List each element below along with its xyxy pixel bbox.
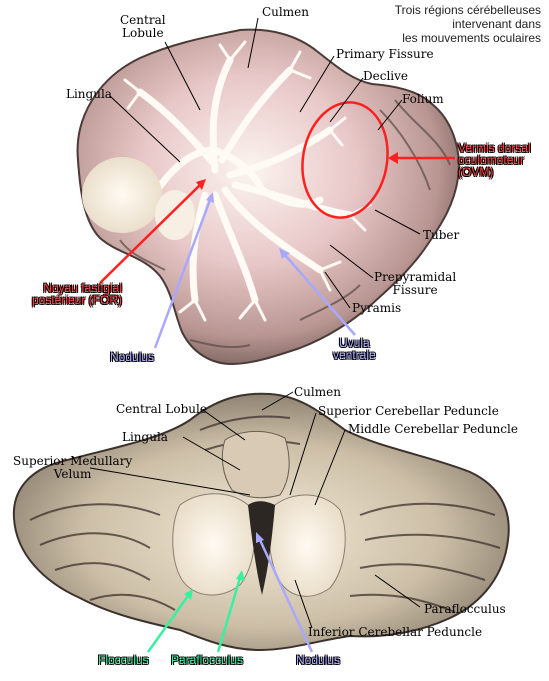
fourth-ventricle [248,501,275,595]
label-central-lobule-bottom: Central Lobule [116,402,207,416]
title-line-2: intervenant dans [452,17,541,31]
top-leader-lines [109,17,421,309]
annot-noyau-fastigial: Noyau fastigial postérieur (FOR) [31,281,122,307]
bottom-color-arrows [146,532,314,653]
left-peduncle-cut [172,493,256,596]
top-specimen [76,28,460,366]
green-arrow-flocculus [146,595,190,653]
white-cut-surface [82,157,162,233]
blue-arrow-nodulus-bottom [258,539,314,653]
bottom-specimen [12,392,510,652]
title-line-3: les mouvements oculaires [402,31,541,45]
annot-flocculus: Flocculus [98,653,149,667]
red-arrow-noyau [99,184,201,284]
label-paraflocculus-bottom: Paraflocculus [424,602,506,616]
annot-nodulus-bottom: Nodulus [296,653,341,667]
label-lingula-top: Lingula [66,87,112,101]
label-culmen-bottom: Culmen [294,385,341,399]
label-folium: Folium [402,92,444,106]
figure-title: Trois régions cérébelleuses intervenant … [395,3,541,45]
label-declive: Declive [363,69,408,83]
top-color-arrows [99,152,455,349]
bottom-leader-lines [89,391,421,629]
title-line-1: Trois régions cérébelleuses [394,3,541,17]
annot-paraflocculus: Paraflocculus [171,653,244,667]
label-pyramis: Pyramis [352,301,402,315]
label-culmen-top: Culmen [262,5,309,19]
annot-uvula-ventrale: Uvula ventrale [333,336,376,362]
ovm-circle [301,101,389,219]
label-tuber: Tuber [423,228,460,242]
green-arrow-paraflocculus [216,577,242,653]
arbor-vitae [136,56,354,304]
label-inferior-cerebellar-peduncle: Inferior Cerebellar Peduncle [308,625,483,639]
label-central-lobule: Central Lobule [120,13,166,40]
label-superior-medullary-velum: Superior Medullary Velum [13,454,133,481]
annot-vermis-ovm: Vermis dorsal oculomoteur (OVM) [458,141,531,179]
blue-arrow-nodulus [153,199,212,349]
white-cut-surface-2 [155,190,195,240]
folia [29,415,501,613]
label-primary-fissure: Primary Fissure [336,47,434,61]
label-prepyramidal-fissure: Prepyramidal Fissure [374,270,457,297]
label-superior-cerebellar-peduncle: Superior Cerebellar Peduncle [318,404,499,418]
right-peduncle-cut [268,494,346,597]
label-lingula-bottom: Lingula [122,430,168,444]
sulci [119,99,451,349]
annot-nodulus-top: Nodulus [110,350,155,364]
label-middle-cerebellar-peduncle: Middle Cerebellar Peduncle [348,422,518,436]
vermis-superior [221,430,290,499]
blue-arrow-uvula [284,254,356,336]
